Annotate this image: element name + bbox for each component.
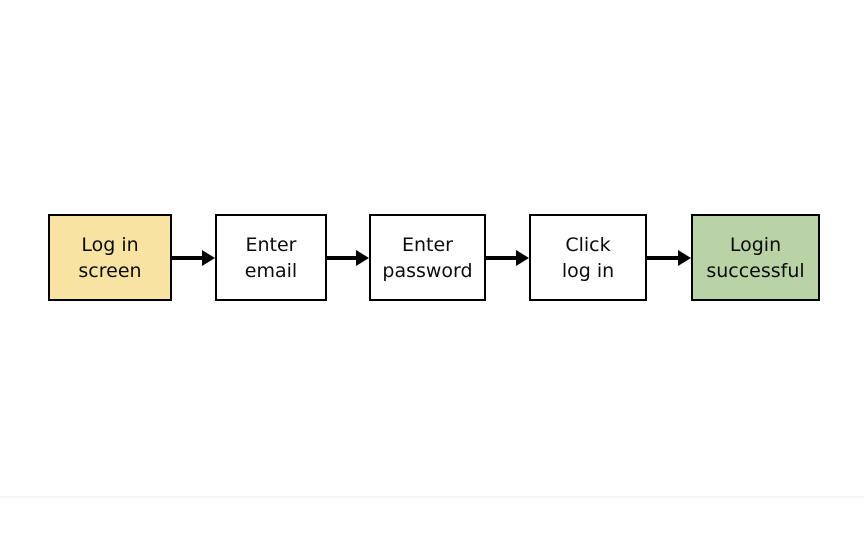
- flow-arrow-1: [172, 214, 215, 301]
- arrow-head-icon: [678, 249, 691, 266]
- flow-arrow-2: [327, 214, 369, 301]
- node-label-line: Login: [729, 233, 782, 256]
- flow-node-login-successful: Login successful: [691, 214, 820, 301]
- flow-node-click-log-in: Click log in: [529, 214, 647, 301]
- flow-node-enter-email: Enter email: [215, 214, 327, 301]
- arrow-line: [647, 255, 678, 260]
- node-label-line: successful: [706, 259, 805, 282]
- node-label-line: Enter: [245, 233, 297, 256]
- node-label-line: Enter: [402, 233, 453, 256]
- arrow-head-icon: [356, 249, 369, 266]
- arrow-head-icon: [202, 249, 215, 266]
- node-label-line: email: [244, 259, 298, 282]
- flow-node-login-screen: Log in screen: [48, 214, 172, 301]
- node-label-line: log in: [561, 259, 615, 282]
- node-label-line: Click: [565, 233, 611, 256]
- node-label-line: Log in: [81, 233, 139, 256]
- arrow-head-icon: [516, 249, 529, 266]
- arrow-line: [486, 255, 516, 260]
- node-label-line: screen: [78, 259, 142, 282]
- flow-node-enter-password: Enter password: [369, 214, 486, 301]
- flow-arrow-4: [647, 214, 691, 301]
- node-label-line: password: [382, 259, 473, 282]
- arrow-line: [172, 255, 202, 260]
- flow-arrow-3: [486, 214, 529, 301]
- page-edge-line: [0, 496, 864, 498]
- arrow-line: [327, 255, 356, 260]
